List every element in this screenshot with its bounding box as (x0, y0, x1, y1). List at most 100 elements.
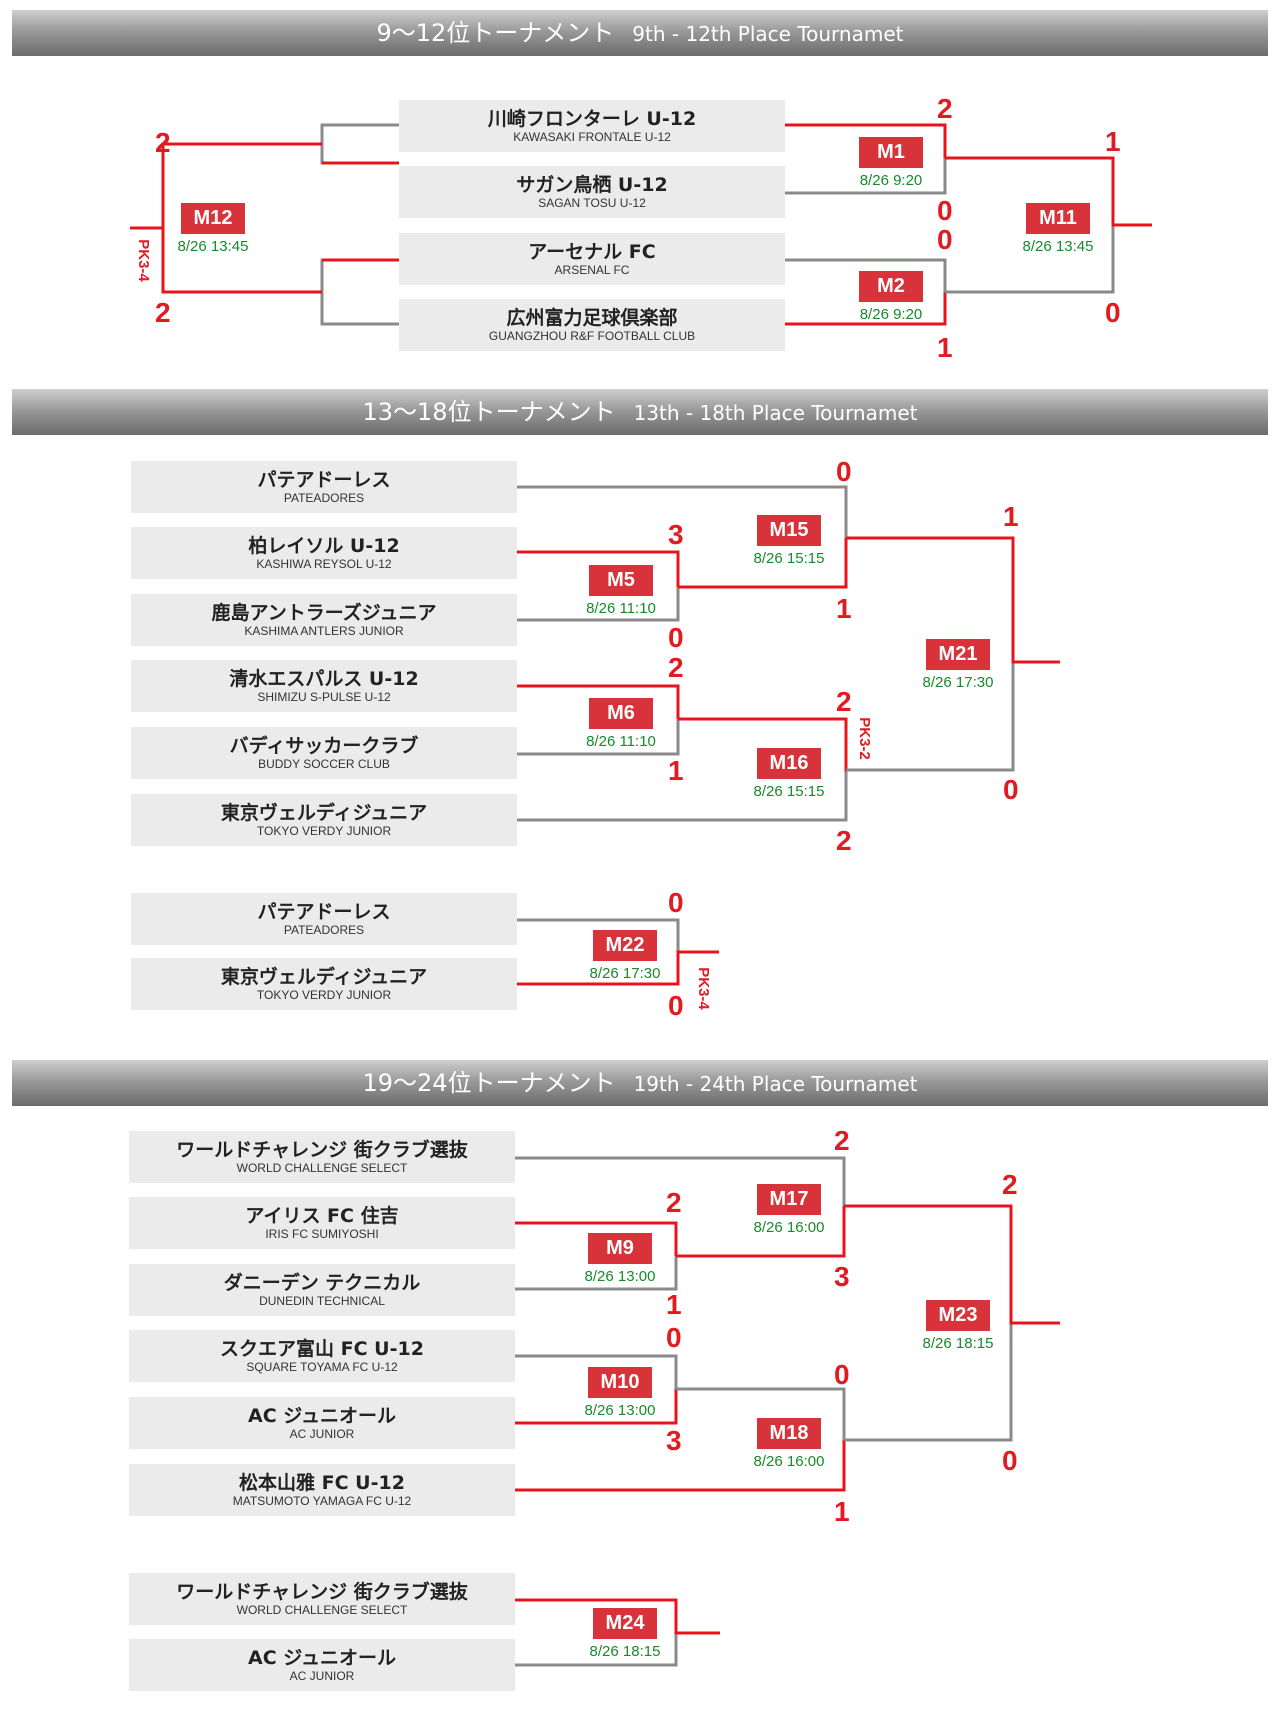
team-name-ja: サガン鳥栖 U-12 (516, 174, 668, 196)
score: 2 (1002, 1169, 1018, 1200)
pk-result: PK3-2 (855, 717, 873, 760)
score: 1 (836, 593, 852, 624)
match-time: 8/26 11:10 (586, 733, 656, 750)
team-name-en: SHIMIZU S-PULSE U-12 (257, 690, 391, 704)
team-name-en: DUNEDIN TECHNICAL (259, 1294, 385, 1308)
score: 0 (1105, 297, 1121, 328)
score: 2 (834, 1125, 850, 1156)
score: 2 (668, 652, 684, 683)
score: 3 (668, 519, 684, 550)
match-label: M2 (859, 271, 923, 302)
match-label: M18 (757, 1418, 821, 1449)
match-time: 8/26 13:00 (584, 1268, 656, 1285)
match-time: 8/26 9:20 (859, 172, 923, 189)
match-label: M6 (589, 698, 653, 729)
match-label: M21 (926, 639, 990, 670)
team-name-ja: AC ジュニオール (248, 1647, 396, 1669)
score: 2 (666, 1187, 682, 1218)
match-label: M12 (181, 203, 245, 234)
team-name-ja: 広州富力足球倶楽部 (506, 307, 678, 329)
match-label: M1 (859, 137, 923, 168)
team-name-en: PATEADORES (283, 491, 365, 505)
match-time: 8/26 13:45 (1022, 238, 1094, 255)
match-time: 8/26 13:00 (584, 1402, 656, 1419)
score: 2 (155, 127, 171, 158)
team-name-en: BUDDY SOCCER CLUB (258, 757, 390, 771)
team-name-ja: アイリス FC 住吉 (245, 1205, 399, 1227)
score: 0 (1002, 1445, 1018, 1476)
score: 1 (937, 332, 953, 363)
team-name-ja: 松本山雅 FC U-12 (239, 1472, 405, 1494)
match-time: 8/26 18:15 (922, 1335, 994, 1352)
match-time: 8/26 16:00 (753, 1219, 825, 1236)
match-label: M15 (757, 515, 821, 546)
team-name-en: TOKYO VERDY JUNIOR (256, 988, 392, 1002)
team-name-ja: AC ジュニオール (248, 1405, 396, 1427)
team-name-en: SQUARE TOYAMA FC U-12 (246, 1360, 398, 1374)
team-name-en: KASHIWA REYSOL U-12 (256, 557, 392, 571)
match-label: M16 (757, 748, 821, 779)
team-name-en: AC JUNIOR (289, 1427, 355, 1441)
team-name-ja: ダニーデン テクニカル (223, 1272, 421, 1294)
score: 0 (937, 224, 953, 255)
score: 0 (937, 195, 953, 226)
team-name-ja: 東京ヴェルディジュニア (220, 966, 428, 988)
team-name-en: PATEADORES (283, 923, 365, 937)
score: 0 (666, 1322, 682, 1353)
team-name-en: KASHIMA ANTLERS JUNIOR (244, 624, 404, 638)
team-name-ja: 鹿島アントラーズジュニア (211, 602, 437, 624)
score: 2 (937, 93, 953, 124)
section-title-en: 9th - 12th Place Tournamet (632, 22, 904, 46)
team-name-en: IRIS FC SUMIYOSHI (265, 1227, 379, 1241)
score: 1 (1105, 126, 1121, 157)
match-label: M23 (926, 1300, 990, 1331)
team-name-ja: パテアドーレス (257, 901, 391, 923)
match-label: M17 (757, 1184, 821, 1215)
team-name-ja: バディサッカークラブ (229, 735, 419, 757)
team-name-ja: ワールドチャレンジ 街クラブ選抜 (176, 1139, 468, 1161)
team-name-en: GUANGZHOU R&F FOOTBALL CLUB (488, 329, 696, 343)
match-label: M9 (588, 1233, 652, 1264)
score: 0 (668, 990, 684, 1021)
match-time: 8/26 9:20 (859, 306, 923, 323)
score: 1 (1003, 501, 1019, 532)
team-name-en: SAGAN TOSU U-12 (538, 196, 646, 210)
match-time: 8/26 17:30 (922, 674, 994, 691)
match-label: M22 (593, 930, 657, 961)
score: 0 (834, 1359, 850, 1390)
team-name-en: WORLD CHALLENGE SELECT (236, 1603, 408, 1617)
team-name-ja: パテアドーレス (257, 469, 391, 491)
score: 0 (668, 622, 684, 653)
pk-result: PK3-4 (694, 967, 712, 1010)
match-time: 8/26 15:15 (753, 783, 825, 800)
match-label: M24 (593, 1608, 657, 1639)
score: 2 (836, 825, 852, 856)
section-title-ja: 13〜18位トーナメント (362, 398, 616, 426)
team-name-en: TOKYO VERDY JUNIOR (256, 824, 392, 838)
score: 1 (666, 1289, 682, 1320)
pk-result: PK3-4 (134, 239, 152, 282)
team-name-ja: スクエア富山 FC U-12 (220, 1338, 424, 1360)
team-name-en: ARSENAL FC (554, 263, 630, 277)
score: 0 (1003, 774, 1019, 805)
match-label: M10 (588, 1367, 652, 1398)
score: 0 (668, 887, 684, 918)
score: 0 (836, 456, 852, 487)
team-name-en: AC JUNIOR (289, 1669, 355, 1683)
